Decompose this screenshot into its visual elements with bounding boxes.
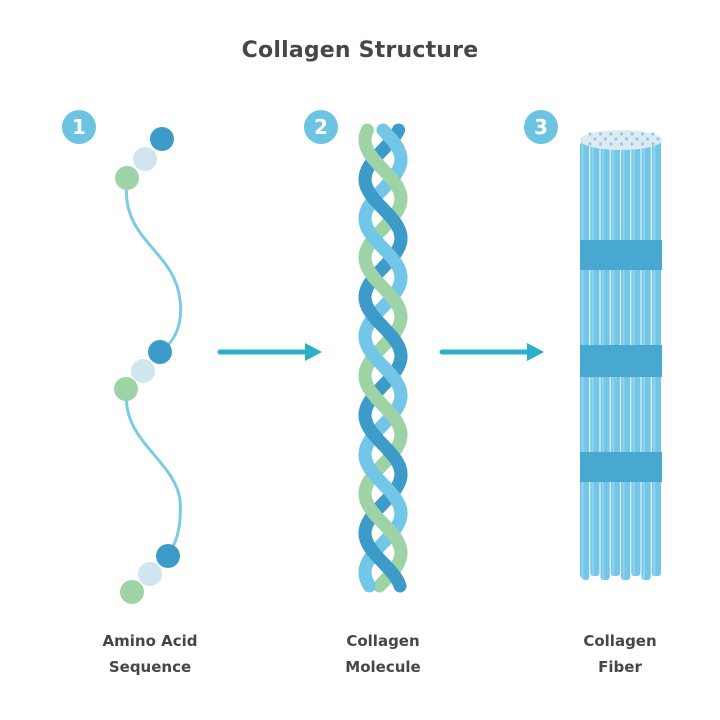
diagram-title: Collagen Structure [241, 38, 479, 63]
fiber-gap-band [580, 452, 662, 482]
amino-acid-group-2 [114, 340, 172, 401]
helix-strand-segment [376, 516, 393, 533]
amino-acid-bead-dark [150, 127, 174, 151]
helix-strand-segment [390, 123, 406, 140]
fibril-end-dot [588, 132, 592, 136]
triple-helix [358, 123, 408, 593]
helix-strand-segment [376, 123, 393, 140]
label-collagen-fiber: Collagen Fiber [520, 628, 720, 680]
helix-strand-segment [375, 279, 392, 296]
label-line: Amino Acid [102, 632, 198, 650]
label-line: Fiber [598, 658, 642, 676]
chain-strand [124, 180, 183, 557]
fibril-end-dot [624, 137, 629, 141]
fibril-end-dot [593, 137, 597, 141]
amino-acid-bead-pale [138, 562, 162, 586]
fibril-end-dot [651, 142, 655, 146]
label-line: Collagen [346, 632, 420, 650]
fibril-end-dot [603, 137, 608, 141]
fibril-end-dot [640, 142, 645, 146]
fibril-end-dot [619, 142, 624, 146]
fibril-end-dot [619, 132, 624, 136]
helix-strand-segment [373, 435, 390, 452]
fibril-end-dot [614, 137, 618, 141]
fibril-end-dot [609, 142, 613, 146]
amino-acid-group-1 [115, 127, 174, 190]
helix-strand-segment [376, 162, 393, 179]
amino-acid-group-3 [120, 544, 180, 604]
amino-acid-bead-pale [133, 147, 157, 171]
label-line: Molecule [345, 658, 421, 676]
helix-strand-segment [375, 240, 392, 257]
label-amino-acid-sequence: Amino Acid Sequence [50, 628, 250, 680]
arrow-2 [439, 343, 544, 361]
label-line: Sequence [108, 658, 192, 676]
fibril-end-dot [598, 132, 603, 136]
amino-acid-chain [114, 127, 183, 604]
fibril-end-dot [588, 142, 592, 146]
amino-acid-bead-dark [148, 340, 172, 364]
fibril-end-dot [630, 132, 634, 136]
fibril-end-dot [645, 137, 650, 141]
arrow-1 [217, 343, 322, 361]
fibril-end-dot [651, 132, 655, 136]
collagen-fiber-bundle [580, 130, 662, 580]
amino-acid-bead-green [115, 166, 139, 190]
label-collagen-molecule: Collagen Molecule [283, 628, 483, 680]
fibril-end-dot [630, 142, 634, 146]
helix-strand-segment [375, 201, 392, 218]
label-line: Collagen [583, 632, 657, 650]
fiber-gap-band [580, 345, 662, 377]
helix-strand-segment [361, 576, 376, 593]
step-2-badge: 2 [304, 110, 338, 144]
fibril-end-dot [598, 142, 603, 146]
amino-acid-bead-green [120, 580, 144, 604]
helix-strand-segment [376, 477, 393, 494]
amino-acid-bead-dark [156, 544, 180, 568]
fibril-end-dot [640, 132, 645, 136]
amino-acid-bead-green [114, 377, 138, 401]
step-3-badge: 3 [524, 110, 558, 144]
fibril-end-dot [635, 137, 639, 141]
fibril-end-dot [656, 137, 660, 141]
amino-acid-bead-pale [131, 359, 155, 383]
helix-strand-segment [374, 318, 391, 335]
helix-strand-segment [374, 396, 391, 413]
helix-strand-segment [375, 555, 392, 572]
step-1-badge: 1 [62, 110, 96, 144]
fiber-gap-band [580, 240, 662, 270]
fibril-end-dot [609, 132, 613, 136]
helix-strand-segment [374, 357, 391, 374]
